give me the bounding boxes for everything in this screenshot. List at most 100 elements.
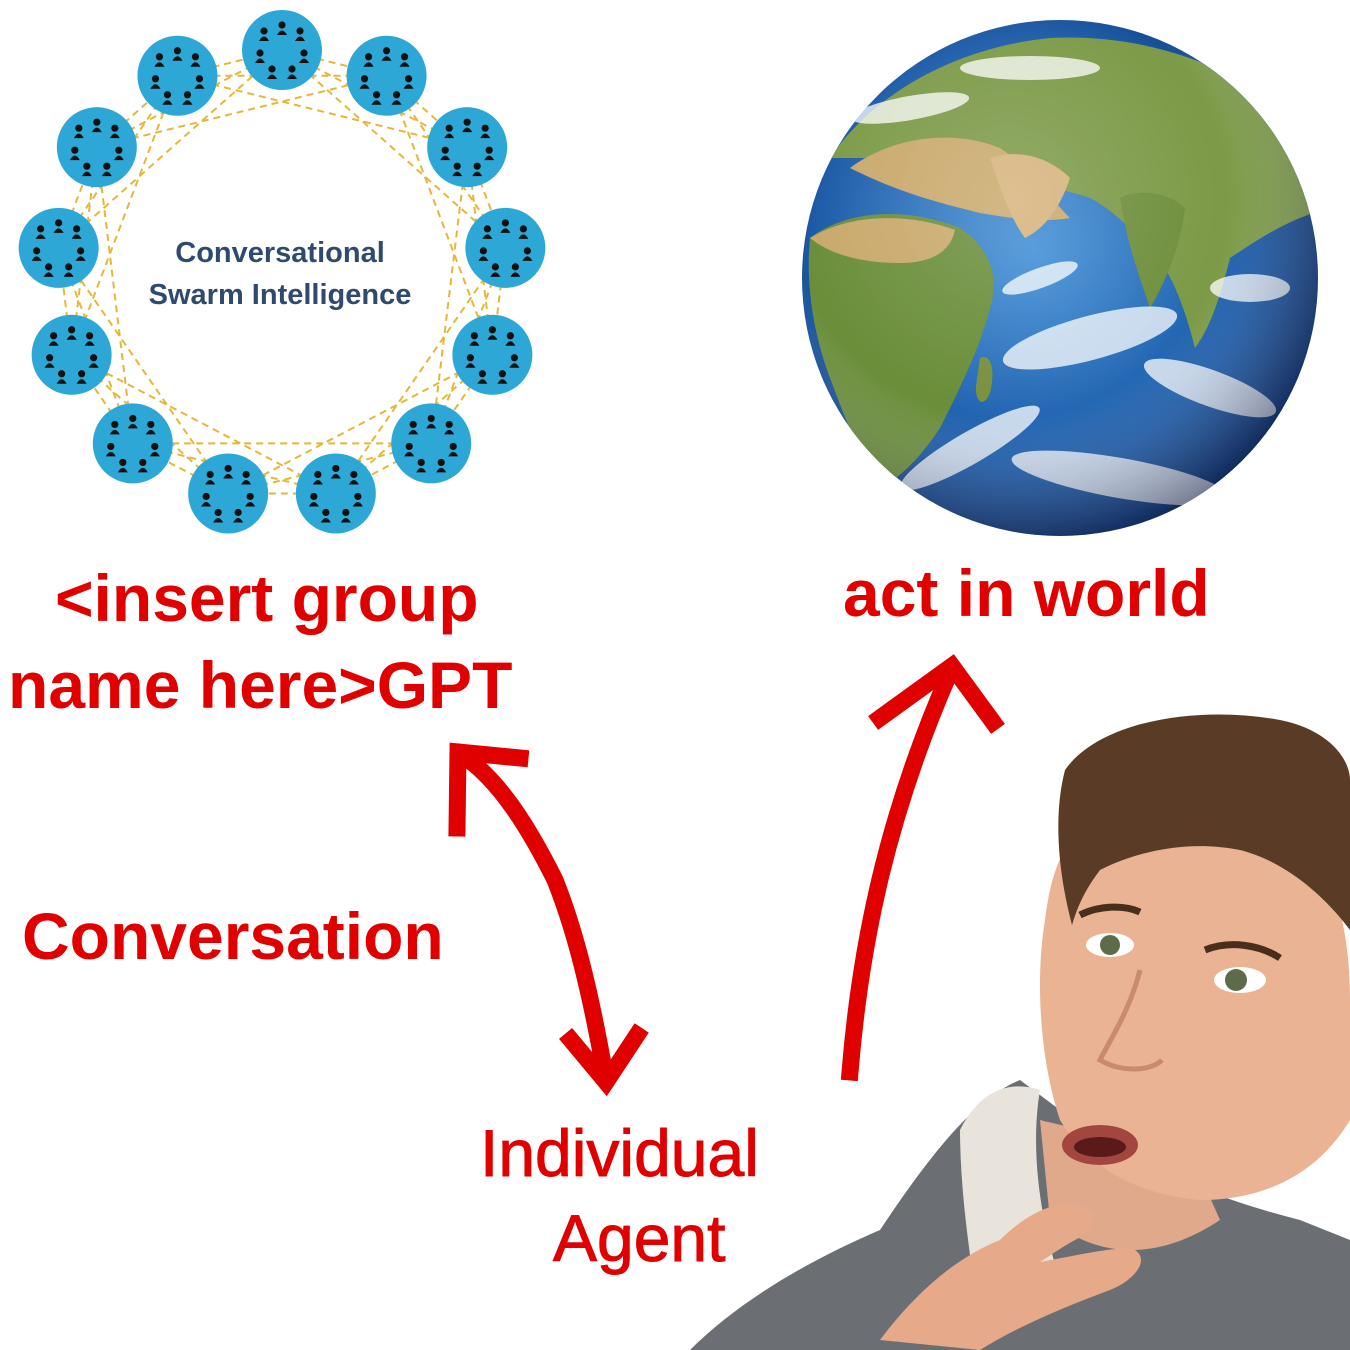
person-icon-body <box>287 74 297 79</box>
person-icon-body <box>81 171 92 177</box>
person-icon <box>115 146 123 154</box>
thinking-person-image <box>690 714 1350 1350</box>
person-icon <box>481 124 489 132</box>
person-icon-body <box>490 272 501 277</box>
person-icon <box>488 326 496 334</box>
swarm-title-line1: Conversational <box>175 237 385 269</box>
person-icon-body <box>359 84 370 89</box>
group-label-line1: <insert group <box>55 561 479 635</box>
person-icon-body <box>56 379 67 384</box>
person-icon-body <box>391 100 402 105</box>
person-icon-body <box>149 451 160 457</box>
swarm-node <box>18 207 99 288</box>
person-icon-body <box>497 379 508 384</box>
person-icon <box>523 247 531 255</box>
person-icon-body <box>194 84 205 89</box>
person-icon <box>71 146 79 154</box>
conversation-arrow-head-top <box>448 742 530 837</box>
swarm-nodes <box>18 10 546 534</box>
swarm-link <box>95 147 134 444</box>
person-icon-body <box>223 473 234 479</box>
person-icon-body <box>190 62 201 67</box>
person-icon-body <box>480 133 491 139</box>
person-icon <box>437 458 445 467</box>
person-icon-body <box>35 234 46 239</box>
person-icon-body <box>75 256 86 261</box>
person-icon-body <box>436 467 447 473</box>
face <box>1040 802 1350 1200</box>
person-icon <box>478 370 486 378</box>
person-icon-body <box>510 272 521 277</box>
hair <box>1058 714 1350 930</box>
person-icon-body <box>241 479 252 485</box>
person-icon <box>202 492 210 501</box>
person-icon-body <box>352 501 363 507</box>
person-icon <box>78 370 86 378</box>
person-icon <box>470 332 478 340</box>
person-icon <box>129 414 137 423</box>
person-icon-body <box>267 74 277 79</box>
person-icon-body <box>522 256 533 261</box>
person-icon <box>350 470 358 479</box>
person-icon <box>68 326 76 334</box>
person-icon <box>342 508 350 517</box>
person-icon-body <box>205 479 216 485</box>
person-icon <box>234 508 242 517</box>
person-icon <box>73 225 81 233</box>
person-icon <box>86 332 94 340</box>
person-icon-body <box>255 58 265 63</box>
person-icon <box>260 27 268 35</box>
person-icon-body <box>182 100 193 105</box>
person-icon-body <box>162 100 173 105</box>
person-icon <box>501 219 509 227</box>
person-icon-body <box>150 84 161 89</box>
person-icon-body <box>109 429 120 435</box>
person-icon-body <box>348 479 359 485</box>
person-icon <box>58 370 66 378</box>
person-icon <box>441 146 449 154</box>
person-icon <box>354 492 362 501</box>
swarm-link <box>177 74 468 149</box>
person-icon-body <box>312 479 323 485</box>
person-icon <box>151 442 159 451</box>
person-icon <box>163 91 172 99</box>
nose <box>1096 969 1164 1072</box>
person-icon-body <box>477 379 488 384</box>
swarm-link <box>227 353 493 495</box>
person-icon-body <box>448 451 459 457</box>
person-icon-body <box>84 341 95 346</box>
person-icon <box>50 332 58 340</box>
person-icon-body <box>172 56 183 61</box>
person-icon-body <box>426 423 437 429</box>
right-brow <box>1203 941 1282 961</box>
swarm-node <box>137 35 218 116</box>
person-icon <box>445 420 453 429</box>
person-icon <box>37 225 45 233</box>
person-icon <box>463 118 471 126</box>
person-icon-body <box>113 155 124 161</box>
swarm-node <box>391 403 472 484</box>
person-icon-body <box>105 451 116 457</box>
person-icon <box>372 91 381 99</box>
person-icon <box>119 458 127 467</box>
earth-globe-image <box>802 20 1318 536</box>
person-icon <box>310 492 318 501</box>
person-icon <box>206 470 214 479</box>
person-icon <box>45 263 53 271</box>
person-icon-body <box>201 501 212 507</box>
person-icon <box>151 75 160 83</box>
person-icon-body <box>330 473 341 479</box>
person-icon-body <box>340 517 351 523</box>
person-icon <box>300 49 308 57</box>
person-icon-body <box>444 133 455 139</box>
person-icon-body <box>299 58 309 63</box>
person-icon <box>147 420 155 429</box>
person-icon-body <box>101 171 112 177</box>
person-icon <box>183 91 192 99</box>
person-icon <box>77 247 85 255</box>
person-icon-body <box>363 62 374 67</box>
person-icon <box>83 162 91 170</box>
person-icon <box>445 124 453 132</box>
person-icon-body <box>505 341 516 346</box>
